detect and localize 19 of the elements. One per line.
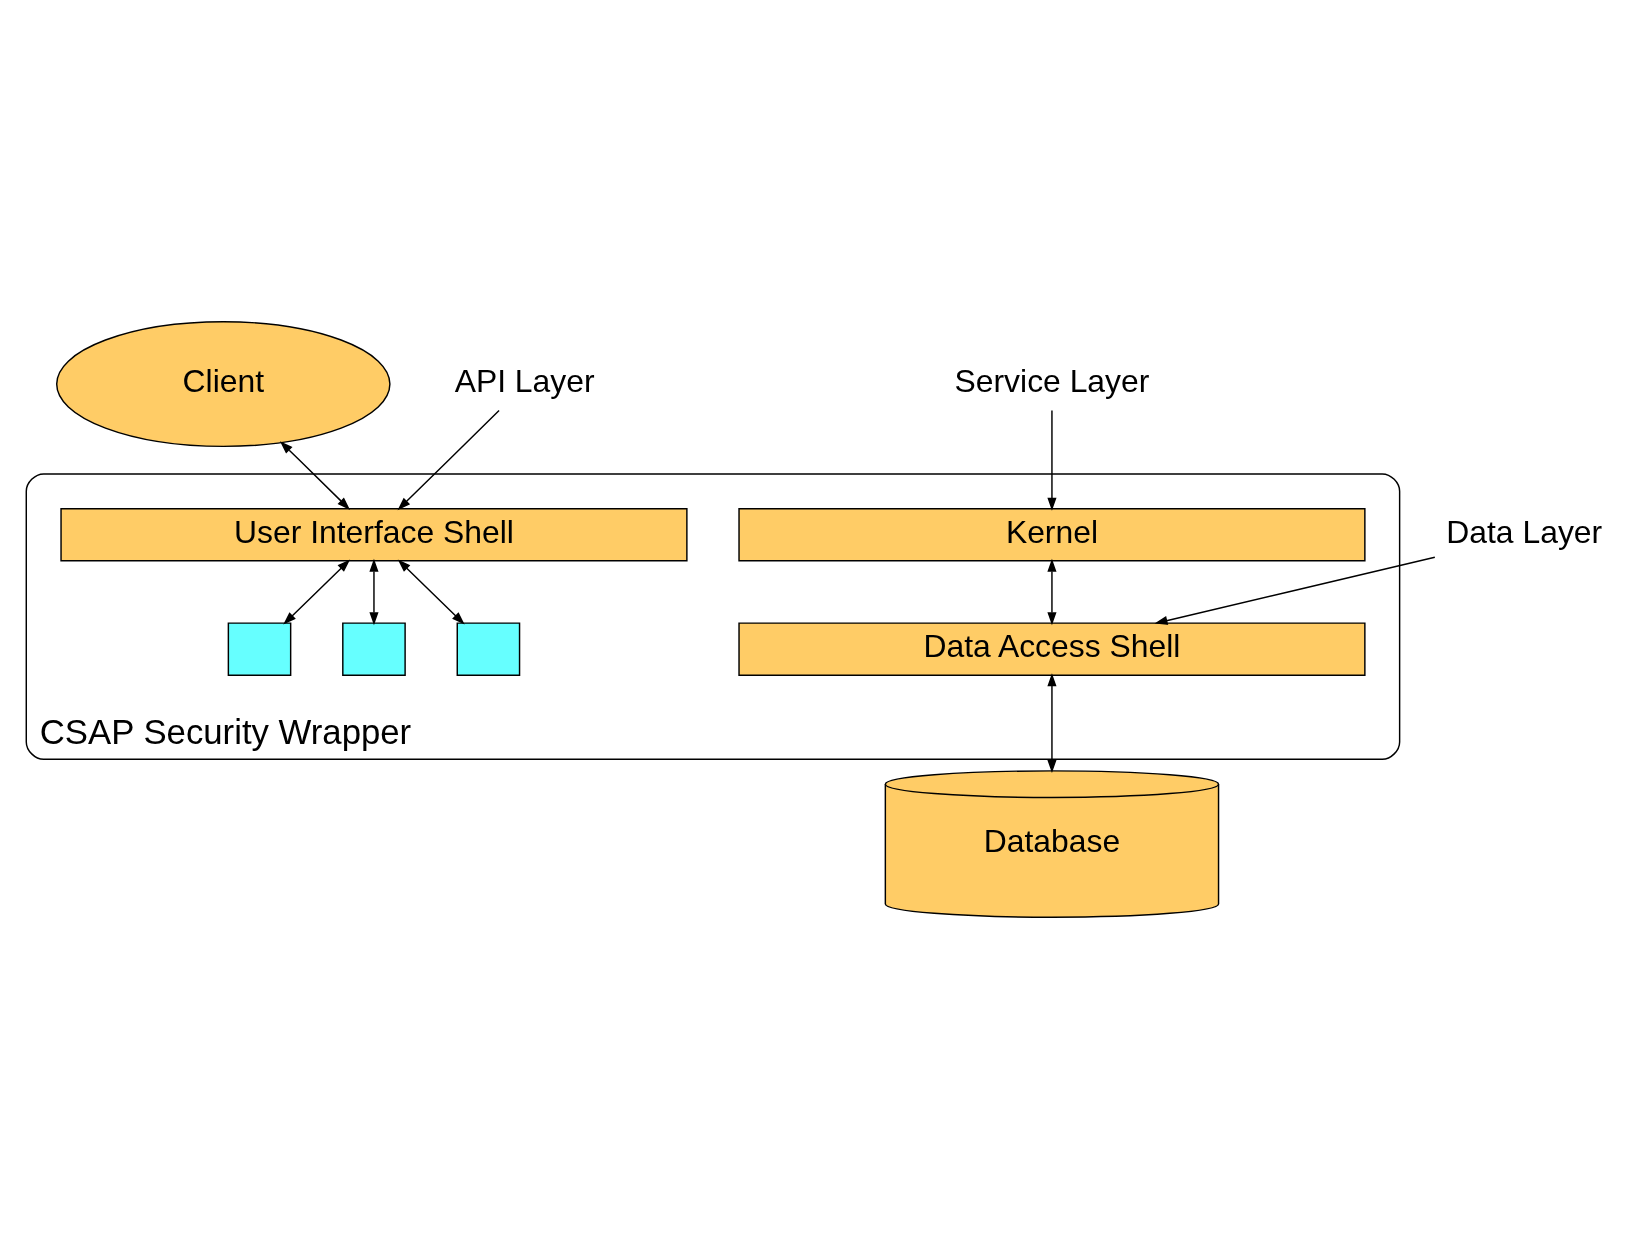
arrow	[369, 558, 379, 626]
arrow	[1047, 673, 1057, 774]
node-box	[342, 622, 406, 676]
arrow	[1047, 409, 1057, 511]
node-box: Data Access Shell	[738, 622, 1366, 676]
node-text: API Layer	[454, 363, 595, 400]
node-text: Data Layer	[1446, 513, 1603, 550]
arrow	[283, 559, 351, 625]
node-box: Kernel	[738, 507, 1366, 562]
node-ellipse: Client	[55, 321, 391, 448]
arrow	[1047, 558, 1057, 626]
arrow	[397, 409, 500, 511]
node-box	[456, 622, 521, 676]
arrow	[397, 559, 465, 625]
arrow	[1154, 556, 1436, 625]
arrow	[280, 441, 351, 510]
node-box	[227, 622, 292, 676]
node-text: Service Layer	[954, 363, 1150, 400]
node-box: User Interface Shell	[60, 507, 688, 562]
